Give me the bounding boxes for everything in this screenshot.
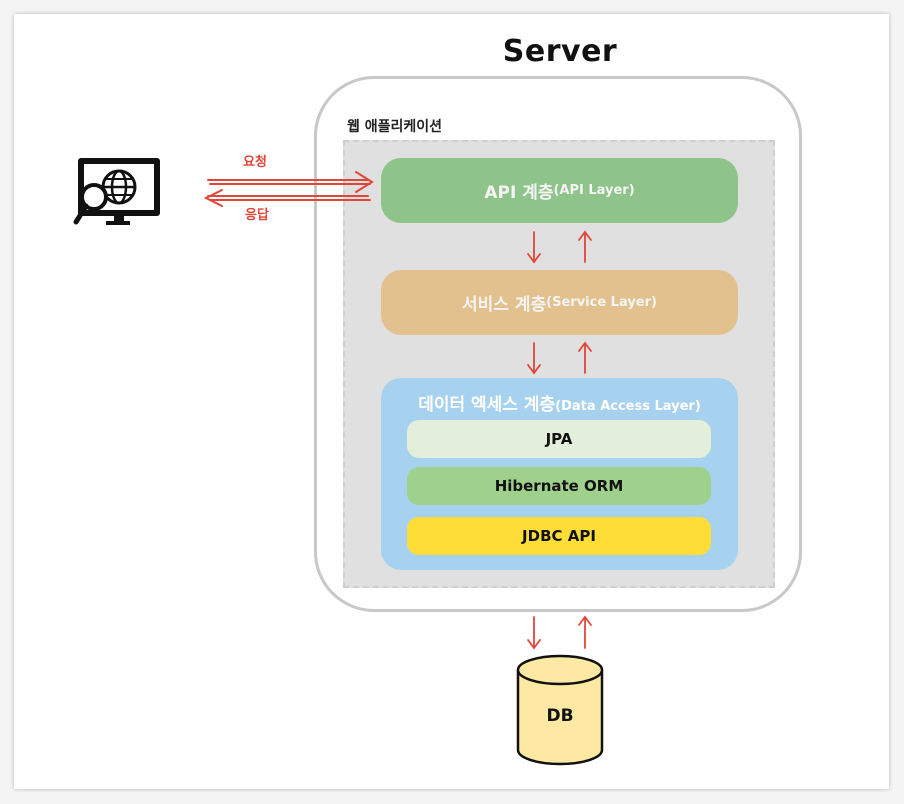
api-layer-name: API 계층 [484,183,554,203]
response-arrow [203,189,371,207]
api-to-service-down-arrow [527,231,541,264]
db-to-server-up-arrow [578,615,592,649]
monitor-globe-search-icon [73,158,160,225]
api-layer: API 계층(API Layer) [381,158,738,223]
data-access-layer-name: 데이터 엑세스 계층 [418,395,556,415]
hibernate-orm-box: Hibernate ORM [407,467,711,505]
service-layer-sub: (Service Layer) [546,295,657,310]
database-label: DB [546,706,574,726]
data-access-layer-sub: (Data Access Layer) [555,399,701,414]
request-arrow [207,171,374,193]
service-to-api-up-arrow [578,230,592,263]
server-boundary [314,76,802,612]
dal-to-service-up-arrow [578,341,592,374]
response-label: 응답 [245,208,269,223]
data-access-layer-title: 데이터 엑세스 계층(Data Access Layer) [381,390,738,415]
service-to-dal-down-arrow [527,342,541,375]
jdbc-api-box: JDBC API [407,517,711,555]
jpa-box: JPA [407,420,711,458]
api-layer-sub: (API Layer) [553,183,635,198]
service-layer-name: 서비스 계층 [462,295,547,315]
diagram-title: Server [502,34,618,69]
service-layer: 서비스 계층(Service Layer) [381,270,738,335]
server-to-db-down-arrow [527,616,541,650]
database-cylinder-icon [516,654,604,766]
web-application-label: 웹 애플리케이션 [347,119,443,135]
request-label: 요청 [243,155,267,170]
